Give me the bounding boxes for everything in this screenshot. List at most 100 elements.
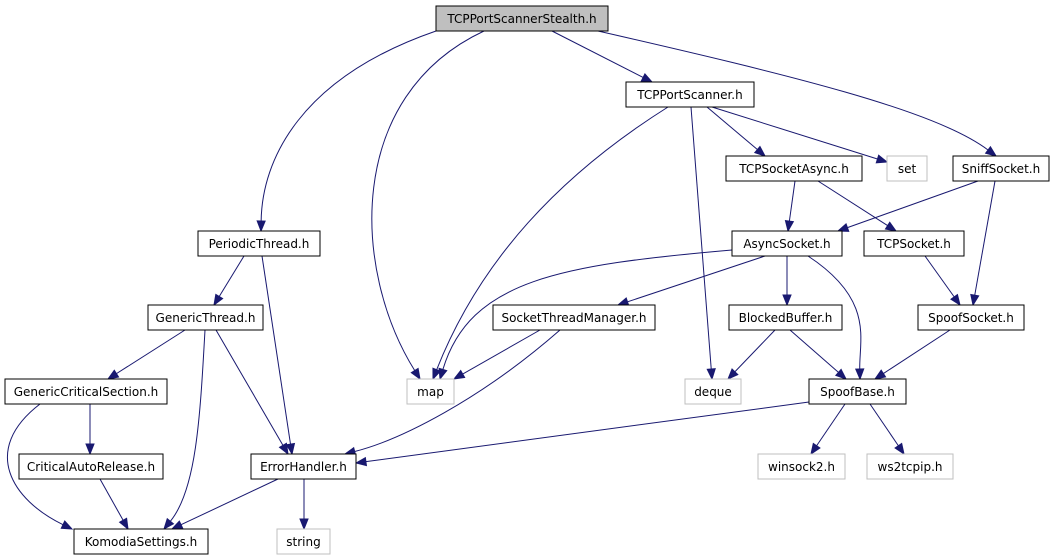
arrowhead (285, 442, 296, 456)
node-error-handler[interactable]: ErrorHandler.h (250, 453, 357, 480)
node-label: string (286, 535, 320, 549)
node-label: SpoofSocket.h (928, 311, 1014, 325)
edge-line (260, 30, 437, 222)
edge-line (215, 329, 284, 446)
node-spoof-base[interactable]: SpoofBase.h (808, 378, 907, 405)
arrowhead (438, 367, 448, 381)
arrowhead (836, 223, 850, 232)
node-periodic-thread[interactable]: PeriodicThread.h (197, 230, 321, 257)
edge-tcp-port-scanner-to-set (711, 106, 889, 164)
node-generic-thread[interactable]: GenericThread.h (147, 304, 264, 331)
edge-line (7, 403, 64, 526)
arrowhead (170, 520, 184, 530)
edge-spoof-base-to-ws2tcpip (869, 403, 905, 456)
edge-line (974, 180, 996, 296)
edge-line (788, 180, 796, 222)
arrowhead (784, 219, 795, 233)
arrowhead (970, 293, 980, 307)
arrowhead (873, 369, 887, 380)
node-winsock2[interactable]: winsock2.h (757, 453, 846, 480)
node-critical-auto-release[interactable]: CriticalAutoRelease.h (18, 453, 164, 480)
arrowhead (432, 367, 442, 381)
node-box (250, 453, 357, 480)
node-generic-critical-section[interactable]: GenericCriticalSection.h (4, 378, 168, 405)
node-spoof-socket[interactable]: SpoofSocket.h (917, 304, 1025, 331)
arrowhead (706, 368, 716, 381)
node-box (808, 378, 907, 405)
node-label: AsyncSocket.h (743, 237, 830, 251)
arrowhead (782, 294, 792, 307)
node-set[interactable]: set (886, 155, 928, 182)
edge-sniff-socket-to-spoof-socket (970, 180, 996, 307)
node-box (147, 304, 264, 331)
node-sniff-socket[interactable]: SniffSocket.h (952, 155, 1050, 182)
node-box (757, 453, 846, 480)
edge-line (807, 255, 862, 370)
node-tcp-port-scanner[interactable]: TCPPortScanner.h (625, 81, 755, 108)
edge-tcp-socket-to-spoof-socket (924, 255, 961, 307)
edge-root-to-map (371, 30, 485, 381)
arrowhead (753, 145, 767, 157)
edge-line (690, 106, 712, 370)
node-label: TCPSocket.h (876, 237, 951, 251)
edge-error-handler-to-komodia-settings (170, 478, 279, 530)
arrowhead (854, 368, 865, 381)
edge-line (816, 403, 846, 447)
node-async-socket[interactable]: AsyncSocket.h (731, 230, 843, 257)
edge-spoof-socket-to-spoof-base (873, 329, 951, 380)
node-box (492, 304, 656, 331)
node-ws2tcpip[interactable]: ws2tcpip.h (866, 453, 954, 480)
node-label: ErrorHandler.h (260, 460, 347, 474)
edge-line (365, 401, 810, 463)
edge-periodic-thread-to-error-handler (261, 255, 296, 456)
edge-line (924, 255, 955, 298)
node-label: KomodiaSettings.h (85, 535, 198, 549)
node-komodia-settings[interactable]: KomodiaSettings.h (73, 528, 209, 555)
edge-generic-critical-section-to-komodia-settings (7, 403, 74, 530)
edge-async-socket-to-socket-thread-manager (616, 255, 766, 307)
node-blocked-buffer[interactable]: BlockedBuffer.h (728, 304, 843, 331)
node-tcp-socket-async[interactable]: TCPSocketAsync.h (725, 155, 863, 182)
node-box (886, 155, 928, 182)
edge-generic-thread-to-generic-critical-section (106, 329, 186, 380)
arrowhead (106, 369, 120, 380)
node-box (276, 528, 331, 555)
edge-tcp-port-scanner-to-tcp-socket-async (706, 106, 767, 157)
node-label: ws2tcpip.h (878, 460, 943, 474)
node-socket-thread-manager[interactable]: SocketThreadManager.h (492, 304, 656, 331)
node-box (18, 453, 164, 480)
edge-spoof-base-to-error-handler (354, 401, 810, 467)
edge-line (99, 478, 124, 521)
node-box (731, 230, 843, 257)
arrowhead (616, 297, 630, 307)
node-root[interactable]: TCPPortScannerStealth.h (435, 5, 609, 32)
edge-line (442, 249, 733, 370)
node-label: TCPPortScannerStealth.h (446, 12, 596, 26)
edge-root-to-periodic-thread (256, 30, 437, 233)
edge-tcp-port-scanner-to-deque (690, 106, 716, 381)
arrowhead (299, 518, 309, 531)
node-box (684, 378, 742, 405)
edge-line (169, 329, 206, 522)
node-string[interactable]: string (276, 528, 331, 555)
edge-spoof-base-to-winsock2 (810, 403, 846, 456)
edge-line (817, 180, 888, 227)
edge-async-socket-to-blocked-buffer (782, 256, 792, 307)
arrowhead (834, 368, 848, 380)
edge-line (371, 30, 485, 371)
node-tcp-socket[interactable]: TCPSocket.h (863, 230, 965, 257)
node-box (4, 378, 168, 405)
node-box (917, 304, 1025, 331)
arrowhead (452, 369, 466, 380)
edge-tcp-port-scanner-to-map (432, 106, 669, 381)
arrowhead (894, 442, 905, 456)
node-label: TCPSocketAsync.h (738, 162, 849, 176)
node-label: winsock2.h (768, 460, 835, 474)
node-deque[interactable]: deque (684, 378, 742, 405)
node-map[interactable]: map (406, 378, 455, 405)
arrowhead (884, 221, 898, 232)
edge-error-handler-to-string (299, 479, 309, 531)
edge-generic-thread-to-komodia-settings (163, 329, 206, 531)
node-label: PeriodicThread.h (209, 237, 310, 251)
